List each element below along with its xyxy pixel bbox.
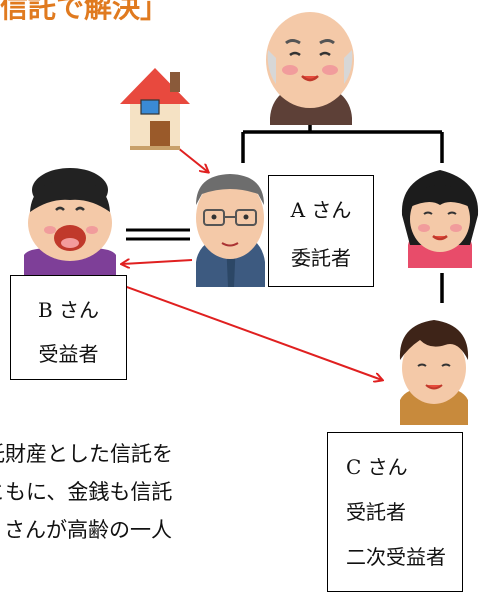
house-icon [120, 68, 190, 150]
woman-b-icon [24, 168, 116, 275]
person-c-role2: 二次受益者 [346, 545, 446, 569]
young-man-c-icon [399, 320, 469, 425]
person-a-role: 委託者 [291, 246, 351, 270]
page-title: 信託で解決」 [0, 0, 169, 24]
person-a-name: A さん [290, 198, 352, 222]
person-b-name: B さん [37, 298, 100, 322]
marriage-line [126, 228, 190, 241]
grandfather-icon [266, 12, 354, 125]
person-c-role: 受託者 [346, 500, 406, 524]
body-line-1: を信託財産とした信託を [0, 442, 173, 466]
body-line-2: 宅とともに、金銭も信託 [0, 480, 173, 504]
person-c-label: C さん 受託者 二次受益者 [327, 432, 463, 592]
person-b-role: 受益者 [38, 342, 99, 366]
person-b-label: B さん 受益者 [10, 275, 127, 380]
person-a-label: A さん 委託者 [268, 175, 374, 287]
body-text: を信託財産とした信託を 宅とともに、金銭も信託 す。B さんが高齢の一人 [0, 435, 335, 586]
relationship-arrows [93, 147, 382, 380]
man-a-icon [196, 174, 265, 287]
person-c-name: C さん [346, 455, 408, 479]
body-line-3: す。B さんが高齢の一人 [0, 518, 173, 542]
woman-elder-icon [401, 170, 479, 268]
